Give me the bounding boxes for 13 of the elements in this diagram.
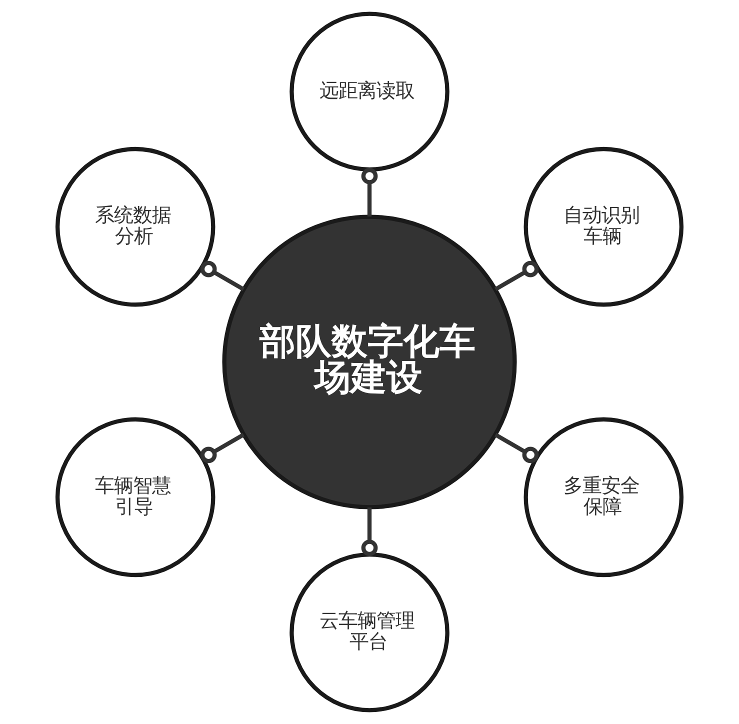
node-circle: 自动识别车辆 (524, 146, 684, 307)
node-circle: 系统数据分析 (55, 146, 216, 307)
connector (361, 168, 378, 217)
connector (494, 432, 539, 464)
node-circle: 云车辆管理平台 (290, 552, 450, 712)
node-circle: 车辆智慧引导 (55, 417, 216, 578)
connector (494, 260, 539, 292)
connector (200, 432, 245, 464)
node-circle: 远距离读取 (290, 12, 450, 172)
node-circle: 多重安全保障 (524, 417, 684, 578)
connector (361, 507, 378, 556)
connector (200, 260, 245, 292)
node-circle: 部队数字化车场建设 (222, 214, 517, 510)
